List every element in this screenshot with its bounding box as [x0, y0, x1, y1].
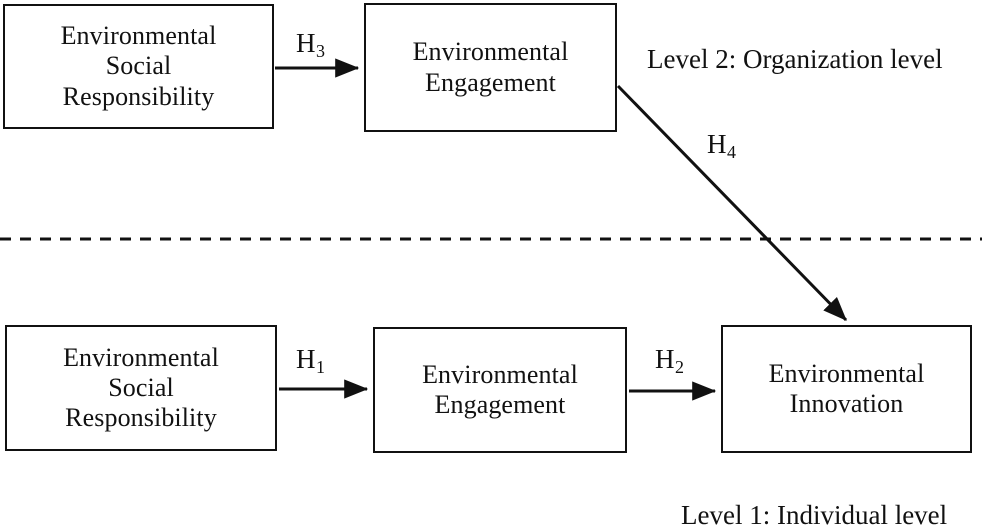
- edge-label-h3-letter: H: [296, 28, 316, 58]
- edge-label-h1-letter: H: [296, 344, 316, 374]
- edge-label-h4-letter: H: [707, 129, 727, 159]
- node-environmental-social-responsibility-organization[interactable]: Environmental Social Responsibility: [3, 4, 274, 129]
- edge-label-h3: H3: [296, 28, 325, 61]
- node-label: Environmental Engagement: [422, 359, 578, 419]
- arrow-h4: [616, 84, 848, 322]
- edge-label-h1-subscript: 1: [316, 357, 325, 377]
- edge-label-h2-letter: H: [655, 344, 675, 374]
- level-2-label: Level 2: Organization level: [647, 44, 943, 74]
- node-environmental-social-responsibility-individual[interactable]: Environmental Social Responsibility: [5, 325, 277, 451]
- edge-label-h2: H2: [655, 344, 684, 377]
- node-label: Environmental Innovation: [768, 358, 925, 418]
- edge-label-h2-subscript: 2: [675, 357, 684, 377]
- node-environmental-engagement-individual[interactable]: Environmental Engagement: [373, 327, 627, 453]
- node-label: Environmental Social Responsibility: [63, 342, 219, 433]
- edge-label-h1: H1: [296, 344, 325, 377]
- node-label: Environmental Engagement: [412, 37, 569, 97]
- edge-label-h3-subscript: 3: [316, 41, 325, 61]
- node-environmental-engagement-organization[interactable]: Environmental Engagement: [364, 3, 617, 132]
- node-label: Environmental Social Responsibility: [60, 21, 217, 111]
- level-1-label: Level 1: Individual level: [681, 500, 948, 530]
- edge-label-h4-subscript: 4: [727, 142, 736, 162]
- node-environmental-innovation-individual[interactable]: Environmental Innovation: [721, 325, 972, 453]
- edge-label-h4: H4: [707, 129, 736, 162]
